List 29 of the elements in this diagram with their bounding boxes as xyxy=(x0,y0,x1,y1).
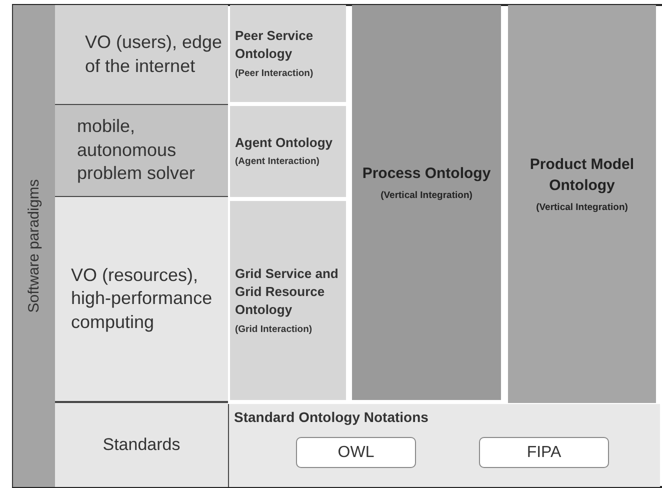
paradigm-text: Standards xyxy=(102,435,180,455)
ontology-title: Process Ontology xyxy=(362,164,491,184)
ontology-subtitle: (Vertical Integration) xyxy=(380,190,472,202)
notation-panel xyxy=(228,404,660,487)
paradigm-cell xyxy=(55,105,228,197)
ontology-subtitle: (Agent Interaction) xyxy=(235,156,320,169)
ontology-cell xyxy=(230,201,346,400)
ontology-subtitle: (Peer Interaction) xyxy=(235,68,314,80)
ontology-subtitle: (Grid Interaction) xyxy=(235,324,312,336)
ontology-column xyxy=(352,5,501,400)
paradigm-text: mobile, autonomous problem solver xyxy=(77,115,196,186)
notation-label: FIPA xyxy=(479,437,609,468)
ontology-title: Product Model Ontology xyxy=(528,154,636,196)
ontology-title: Grid Service and Grid Resource Ontology xyxy=(235,265,340,320)
ontology-column xyxy=(508,5,656,403)
paradigm-text: VO (resources), high-performance computing xyxy=(71,264,214,334)
paradigm-band xyxy=(12,5,55,487)
paradigm-cell xyxy=(55,402,228,487)
ontology-cell xyxy=(230,5,346,102)
paradigm-cell xyxy=(55,5,228,105)
ontology-title: Peer Service Ontology xyxy=(235,27,314,64)
panel-title: Standard Ontology Notations xyxy=(234,409,428,425)
notation-label: OWL xyxy=(296,437,416,468)
ontology-cell xyxy=(230,106,346,197)
ontology-subtitle: (Vertical Integration) xyxy=(536,202,628,214)
paradigm-text: VO (users), edge of the internet xyxy=(85,31,224,78)
ontology-title: Agent Ontology xyxy=(235,134,332,152)
axis-title: Software paradigms xyxy=(26,179,42,313)
paradigm-cell xyxy=(55,197,228,402)
